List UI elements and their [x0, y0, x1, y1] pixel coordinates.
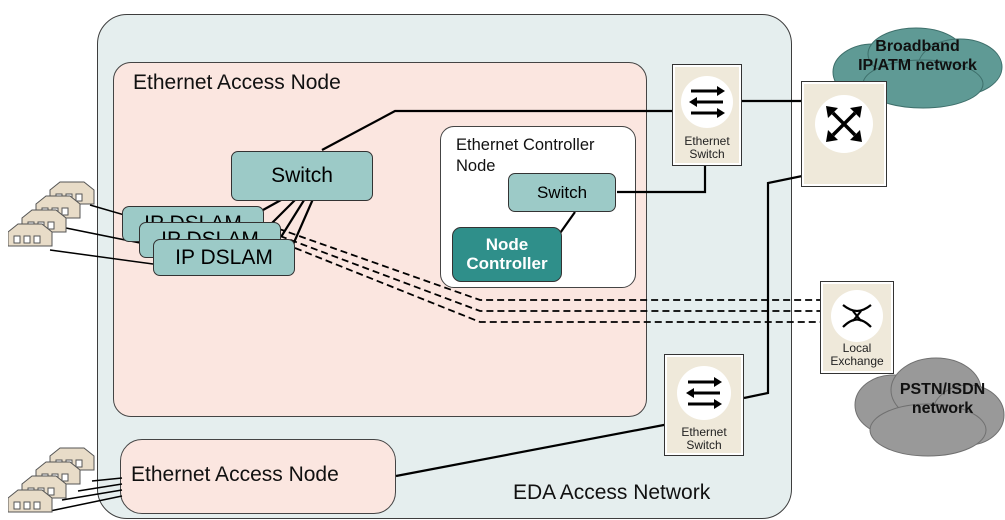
- ethernet-access-node-bottom: [120, 439, 396, 514]
- node-controller: Node Controller: [452, 227, 562, 282]
- ethernet-switch-bottom: Ethernet Switch: [664, 354, 744, 456]
- exchange-cross-icon: [831, 290, 883, 342]
- pstn-cloud: [854, 357, 1005, 457]
- ethernet-controller-node-label: Ethernet Controller Node: [456, 136, 595, 175]
- ethernet-switch-bottom-label: Ethernet Switch: [681, 425, 727, 452]
- house-group-icon: [8, 181, 95, 247]
- controller-switch: Switch: [508, 173, 616, 212]
- broadband-cloud-label: Broadband IP/ATM network: [858, 38, 977, 74]
- ethernet-switch-icon: [681, 76, 733, 128]
- eda-access-network-label: EDA Access Network: [513, 481, 711, 504]
- pstn-cloud-label: PSTN/ISDN network: [899, 381, 986, 417]
- router: [801, 81, 887, 187]
- ethernet-switch-top: Ethernet Switch: [672, 64, 742, 166]
- ip-dslam-3: IP DSLAM: [153, 239, 295, 276]
- local-exchange: Local Exchange: [820, 281, 894, 374]
- house-group-icon: [8, 447, 95, 513]
- switch-main: Switch: [231, 151, 373, 201]
- ethernet-switch-icon: [677, 366, 731, 420]
- ethernet-access-node-main-label: Ethernet Access Node: [133, 71, 341, 94]
- local-exchange-label: Local Exchange: [830, 341, 884, 368]
- ethernet-switch-top-label: Ethernet Switch: [684, 134, 730, 161]
- ethernet-access-node-bottom-label: Ethernet Access Node: [131, 463, 339, 486]
- router-cross-arrows-icon: [815, 95, 873, 153]
